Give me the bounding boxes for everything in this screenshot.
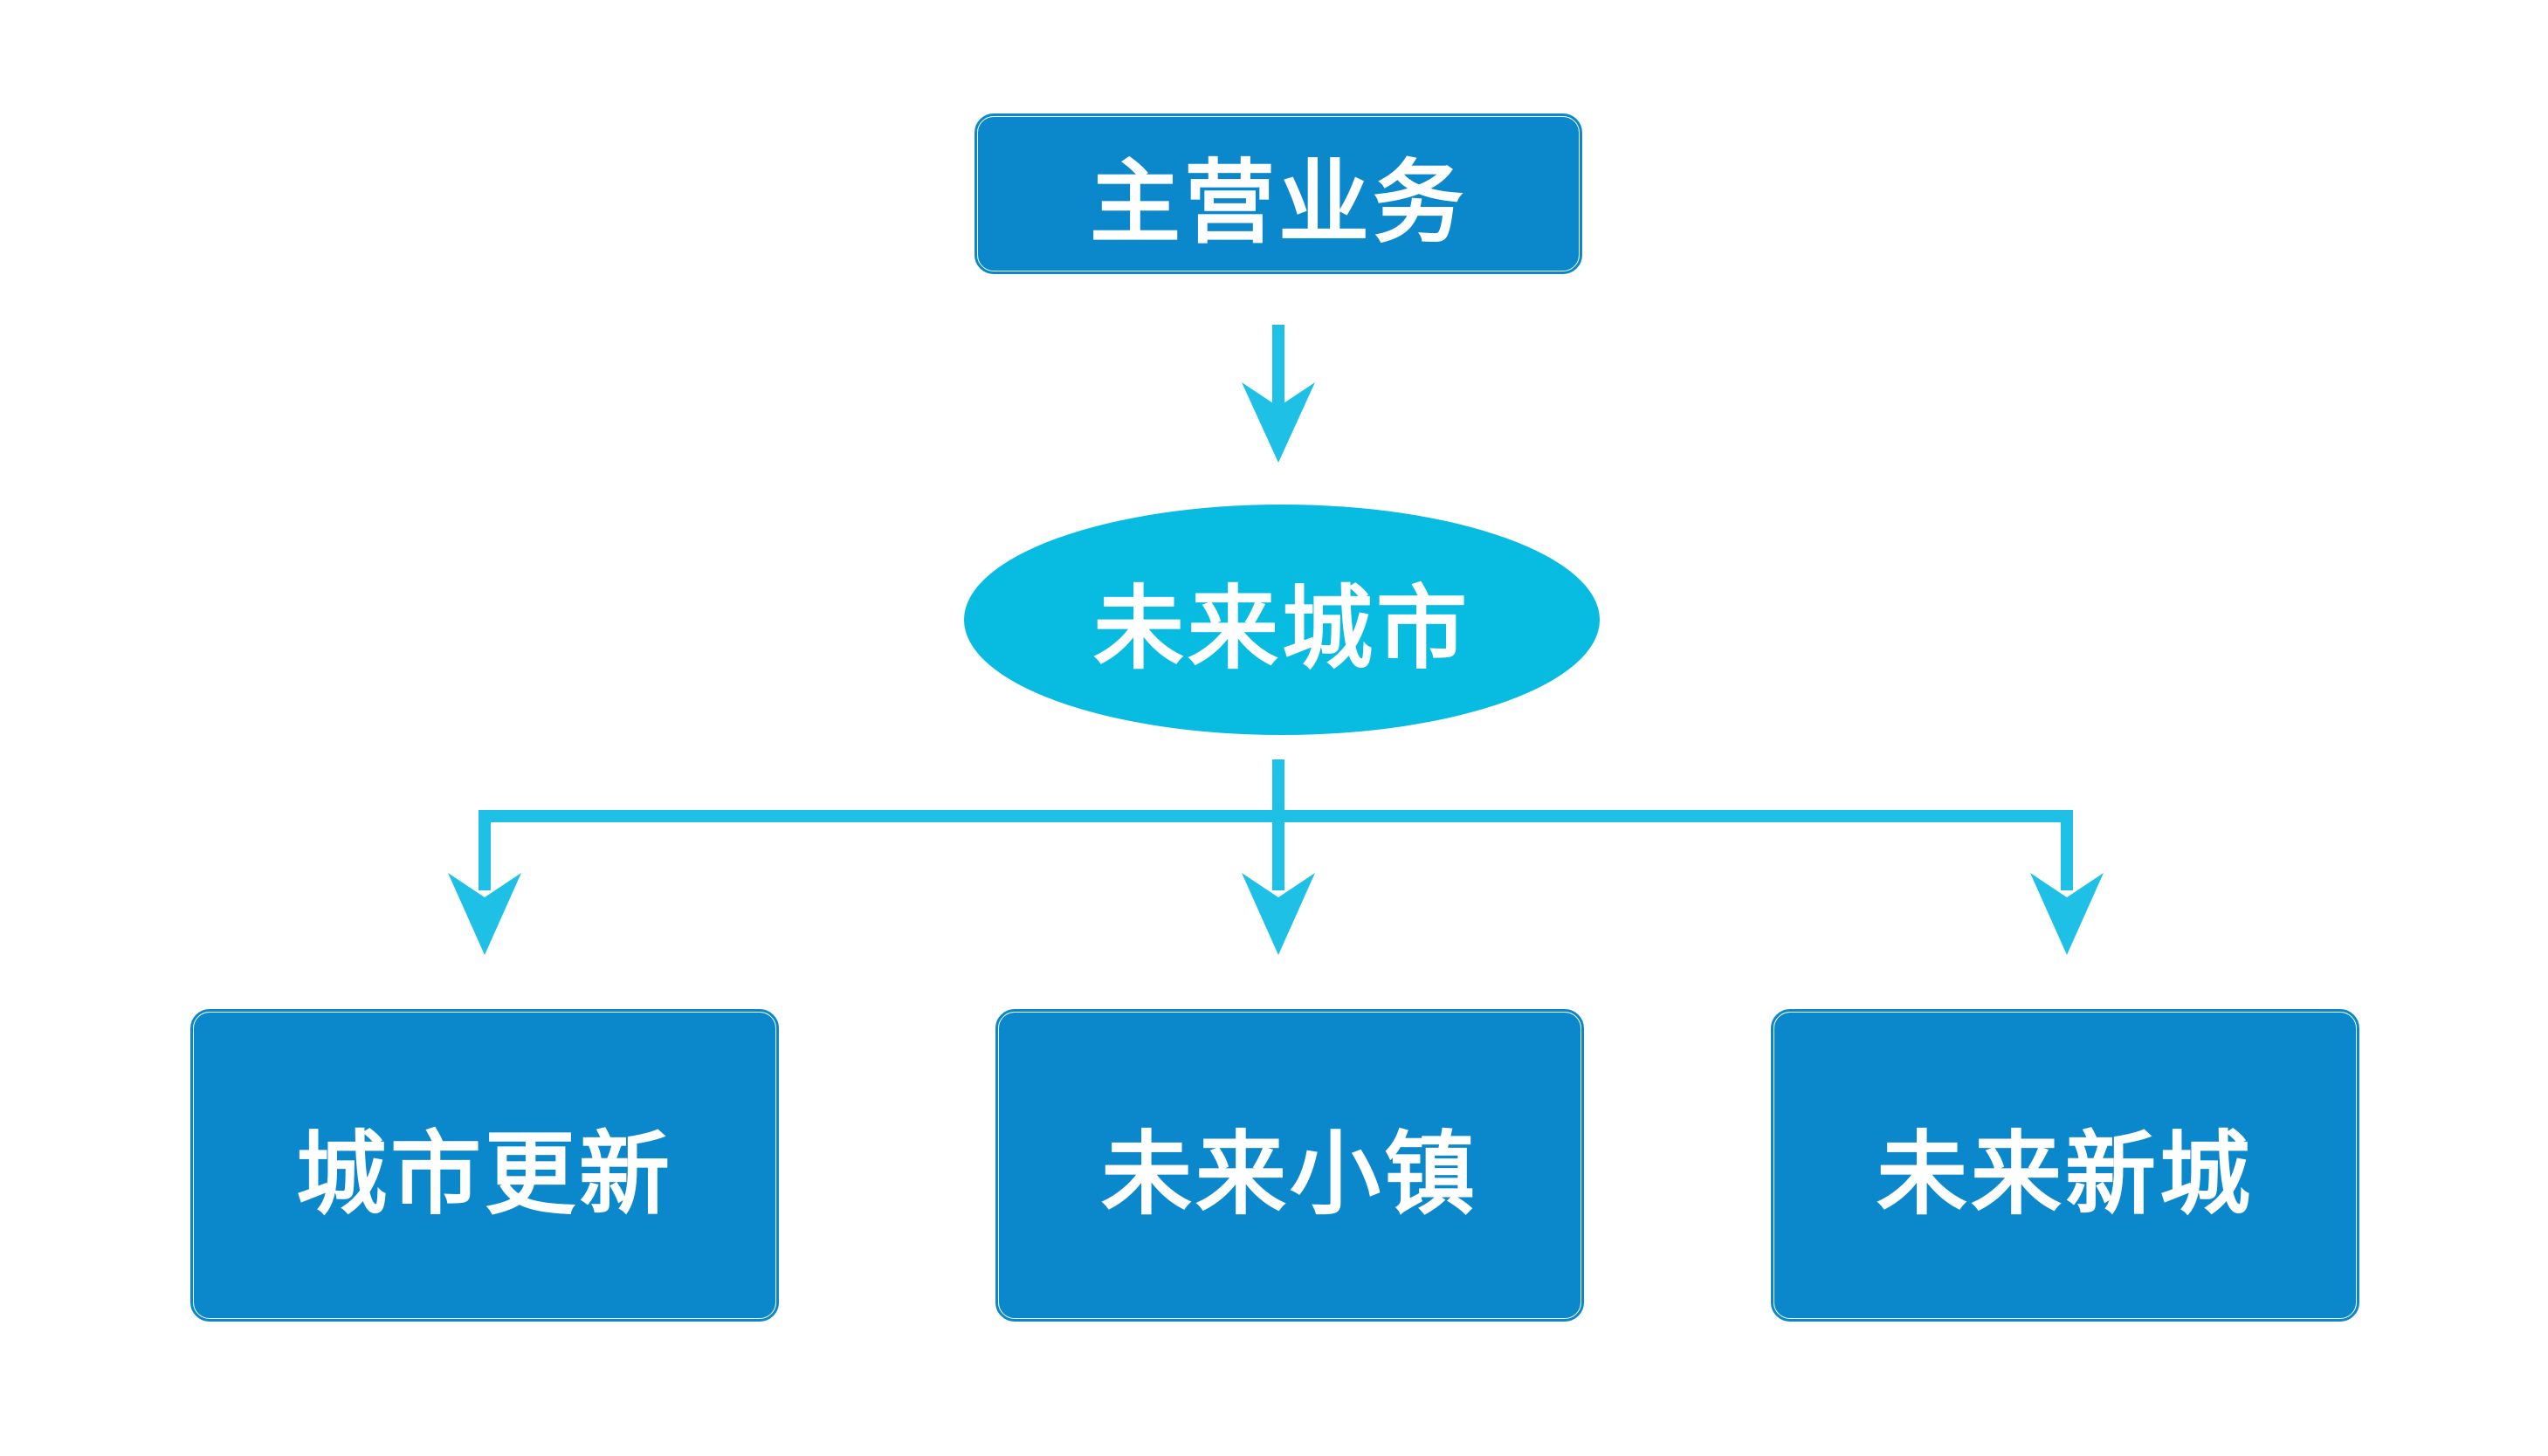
child-node-3: 未来新城 [1771, 1009, 2359, 1322]
root-node: 主营业务 [974, 113, 1582, 274]
arrowhead-branch-left [448, 873, 521, 955]
arrowhead-branch-middle [1242, 873, 1315, 955]
root-node-label: 主营业务 [1089, 148, 1467, 256]
middle-node-label: 未来城市 [1092, 574, 1470, 682]
child-node-3-label: 未来新城 [1876, 1120, 2254, 1227]
middle-node: 未来城市 [964, 505, 1600, 735]
arrowhead-root-to-middle [1242, 382, 1315, 463]
child-node-2-label: 未来小镇 [1100, 1120, 1478, 1227]
child-node-1: 城市更新 [190, 1009, 779, 1322]
child-node-1-label: 城市更新 [295, 1120, 673, 1227]
arrowhead-branch-right [2030, 873, 2104, 955]
child-node-2: 未来小镇 [995, 1009, 1584, 1322]
